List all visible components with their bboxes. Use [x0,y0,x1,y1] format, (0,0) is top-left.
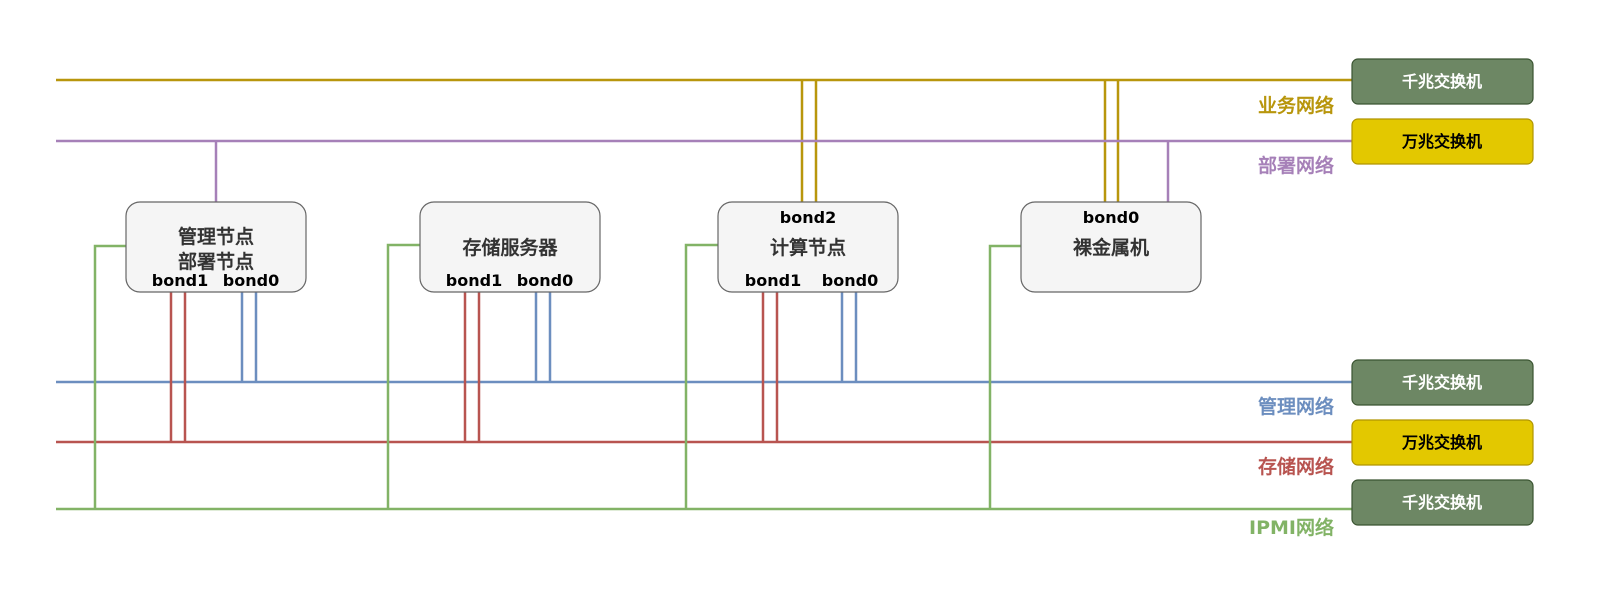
switch-label: 千兆交换机 [1402,72,1482,91]
port-label-bond2: bond2 [780,208,836,227]
switch-box [1351,479,1534,526]
switch-label: 万兆交换机 [1401,132,1482,151]
switch-label: 万兆交换机 [1401,433,1482,452]
switch-label: 千兆交换机 [1402,493,1482,512]
network-wires [56,78,1352,511]
port-label-bond1: bond1 [152,271,208,290]
network-label-ipmi: IPMI网络 [1249,516,1334,539]
port-label-bond0: bond0 [1083,208,1139,227]
ipmi-drop-compute [684,243,718,509]
switch-box [1351,419,1534,466]
switch-deployment: 万兆交换机 [1351,118,1534,165]
node-bare-metal: bond0 裸金属机 [1020,201,1202,293]
node-box [419,201,601,293]
switch-storage: 万兆交换机 [1351,419,1534,466]
ipmi-drop-baremetal [988,244,1021,509]
port-label-bond0: bond0 [223,271,279,290]
switch-business: 千兆交换机 [1351,58,1534,105]
switch-management: 千兆交换机 [1351,359,1534,406]
node-title: 存储服务器 [462,236,558,259]
node-box [717,201,899,293]
node-title: 裸金属机 [1073,236,1149,259]
switch-box [1351,359,1534,406]
node-box [125,201,307,293]
node-title-line-1: 管理节点 [178,225,254,248]
network-label-deployment: 部署网络 [1258,154,1334,177]
port-label-bond1: bond1 [745,271,801,290]
network-label-storage: 存储网络 [1258,455,1334,478]
node-compute: bond2 计算节点 bond1 bond0 [717,201,899,293]
switch-ipmi: 千兆交换机 [1351,479,1534,526]
node-title-line-2: 部署节点 [178,250,254,273]
switch-box [1351,58,1534,105]
node-title: 计算节点 [770,236,846,259]
ipmi-drop-storage [386,243,420,509]
node-storage-server: 存储服务器 bond1 bond0 [419,201,601,293]
node-mgmt-deploy: 管理节点 部署节点 bond1 bond0 [125,201,307,293]
ipmi-drop-mgmt [93,244,126,509]
port-label-bond0: bond0 [517,271,573,290]
port-label-bond1: bond1 [446,271,502,290]
node-box [1020,201,1202,293]
network-label-management: 管理网络 [1258,395,1334,418]
network-label-business: 业务网络 [1258,94,1334,117]
switch-label: 千兆交换机 [1402,373,1482,392]
port-label-bond0: bond0 [822,271,878,290]
switch-box [1351,118,1534,165]
